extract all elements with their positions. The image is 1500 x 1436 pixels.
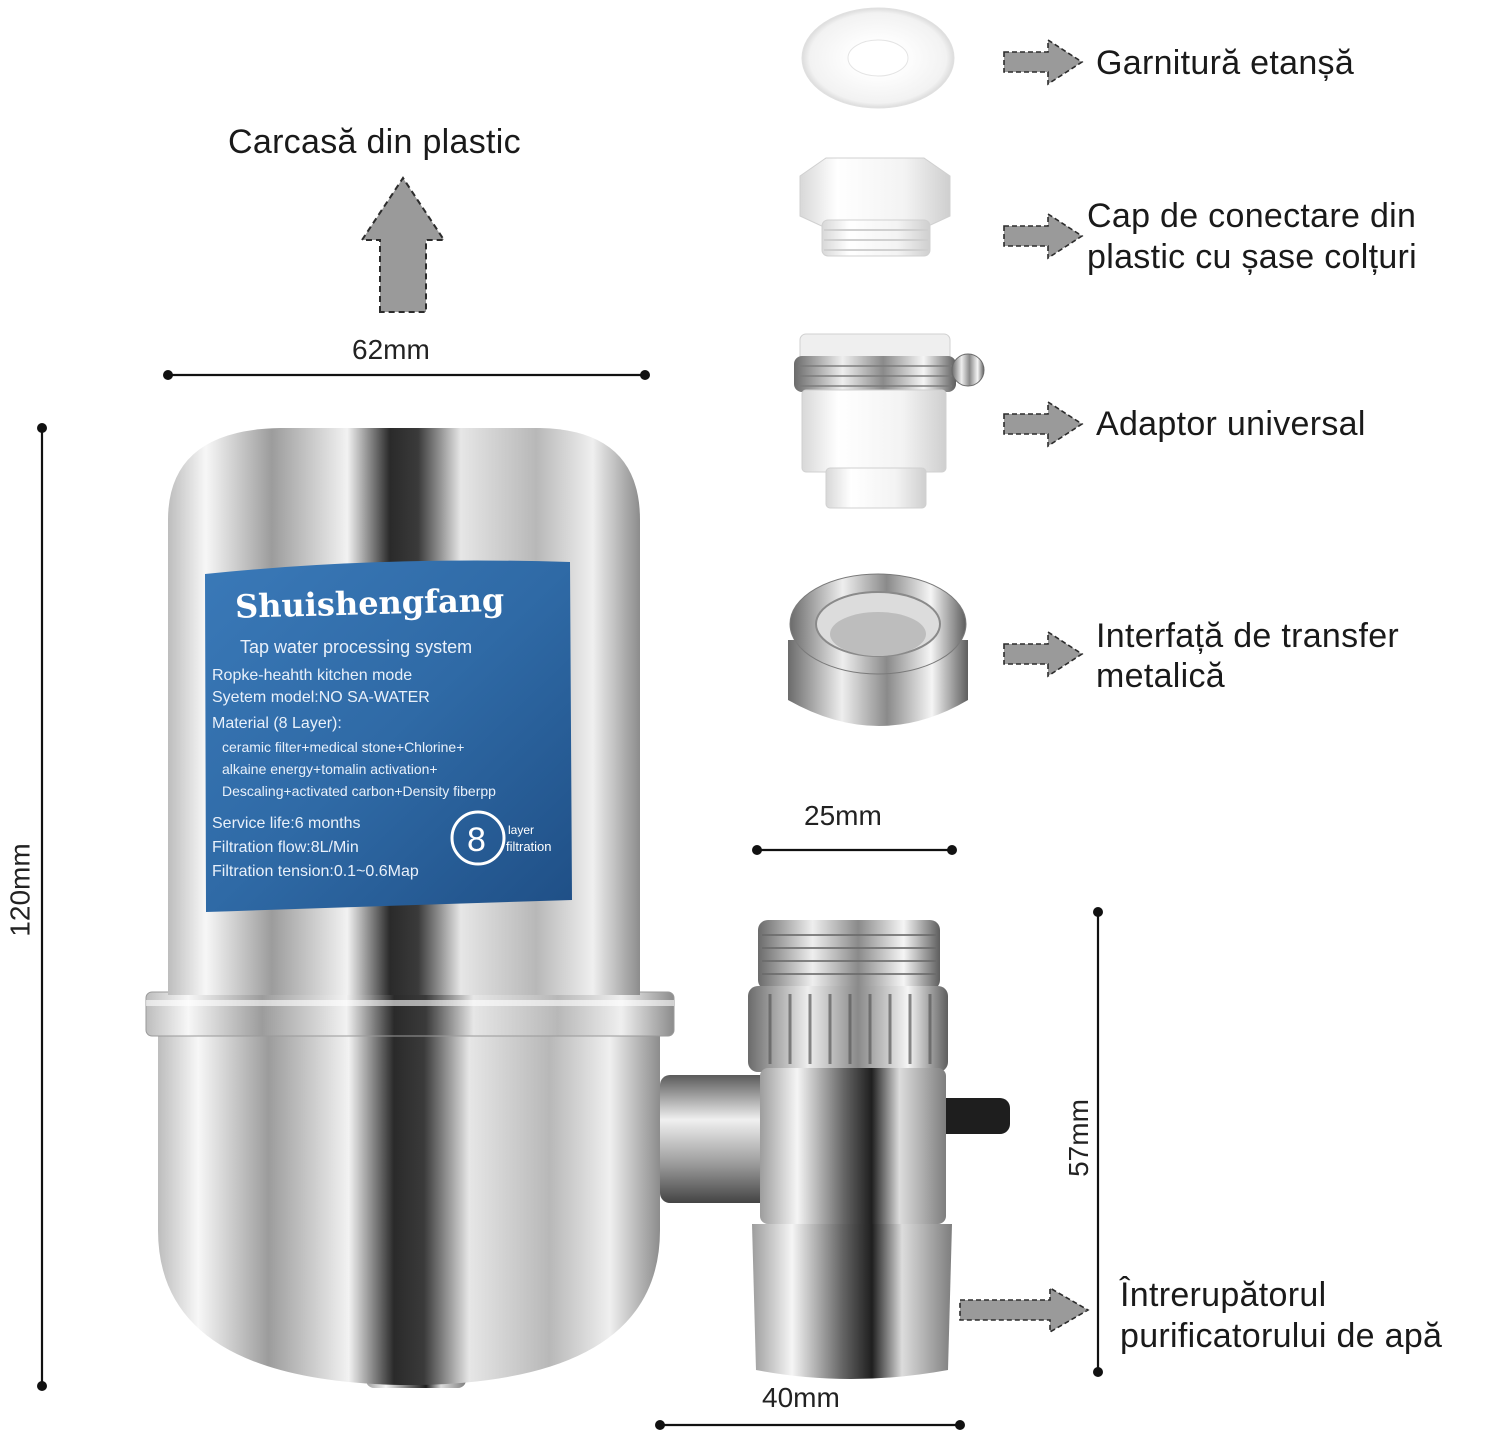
gasket-part xyxy=(801,7,955,109)
dimension-120mm xyxy=(37,423,47,1391)
label-line1: Tap water processing system xyxy=(240,637,472,657)
label-hex-cap-line1: Cap de conectare din xyxy=(1087,197,1417,235)
label-switch-line1: Întrerupătorul xyxy=(1120,1276,1327,1314)
arrow-right-icon xyxy=(1003,212,1084,260)
dimension-40mm xyxy=(655,1420,965,1430)
dimension-label-40mm: 40mm xyxy=(762,1382,840,1413)
label-line3: Syetem model:NO SA-WATER xyxy=(212,689,430,706)
label-line8: Service life:6 months xyxy=(212,815,361,832)
label-metal-interface-line1: Interfață de transfer xyxy=(1096,617,1400,655)
arrow-right-icon xyxy=(1003,630,1084,678)
label-switch-line2: purificatorului de apă xyxy=(1120,1317,1443,1355)
dimension-62mm xyxy=(163,370,650,380)
arrow-right-icon xyxy=(1003,400,1084,448)
label-line10: Filtration tension:0.1~0.6Map xyxy=(212,863,419,880)
badge-text2: filtration xyxy=(506,839,552,854)
label-line5: ceramic filter+medical stone+Chlorine+ xyxy=(222,739,464,755)
metal-interface-part xyxy=(788,573,968,726)
universal-adapter-part xyxy=(794,333,985,509)
dimension-label-57mm: 57mm xyxy=(1062,1099,1094,1177)
dimension-label-62mm: 62mm xyxy=(352,334,430,365)
label-line4: Material (8 Layer): xyxy=(212,715,342,732)
faucet-switch-assembly xyxy=(748,920,1010,1379)
dimension-label-25mm: 25mm xyxy=(804,800,882,831)
label-hex-cap-line2: plastic cu șase colțuri xyxy=(1087,238,1418,276)
label-gasket: Garnitură etanșă xyxy=(1096,44,1355,82)
arrow-right-icon xyxy=(959,1286,1090,1334)
product-label-text: Shuishengfang Tap water processing syste… xyxy=(212,581,552,880)
hex-cap-part xyxy=(799,157,951,257)
arrow-right-icon xyxy=(1003,38,1084,86)
label-line7: Descaling+activated carbon+Density fiber… xyxy=(222,783,496,799)
product-label-panel xyxy=(205,560,572,912)
label-line9: Filtration flow:8L/Min xyxy=(212,839,359,856)
badge-number: 8 xyxy=(467,821,486,859)
badge-text1: layer xyxy=(508,823,534,837)
label-line2: Ropke-heahth kitchen mode xyxy=(212,667,412,684)
label-line6: alkaine energy+tomalin activation+ xyxy=(222,761,438,777)
label-plastic-housing: Carcasă din plastic xyxy=(228,123,521,161)
label-universal-adapter: Adaptor universal xyxy=(1096,405,1366,443)
up-arrow-icon xyxy=(360,176,446,313)
dimension-57mm xyxy=(1093,907,1103,1377)
dimension-label-120mm: 120mm xyxy=(4,843,36,937)
label-metal-interface-line2: metalică xyxy=(1096,657,1226,695)
label-brand: Shuishengfang xyxy=(235,581,505,626)
dimension-25mm xyxy=(752,845,957,855)
